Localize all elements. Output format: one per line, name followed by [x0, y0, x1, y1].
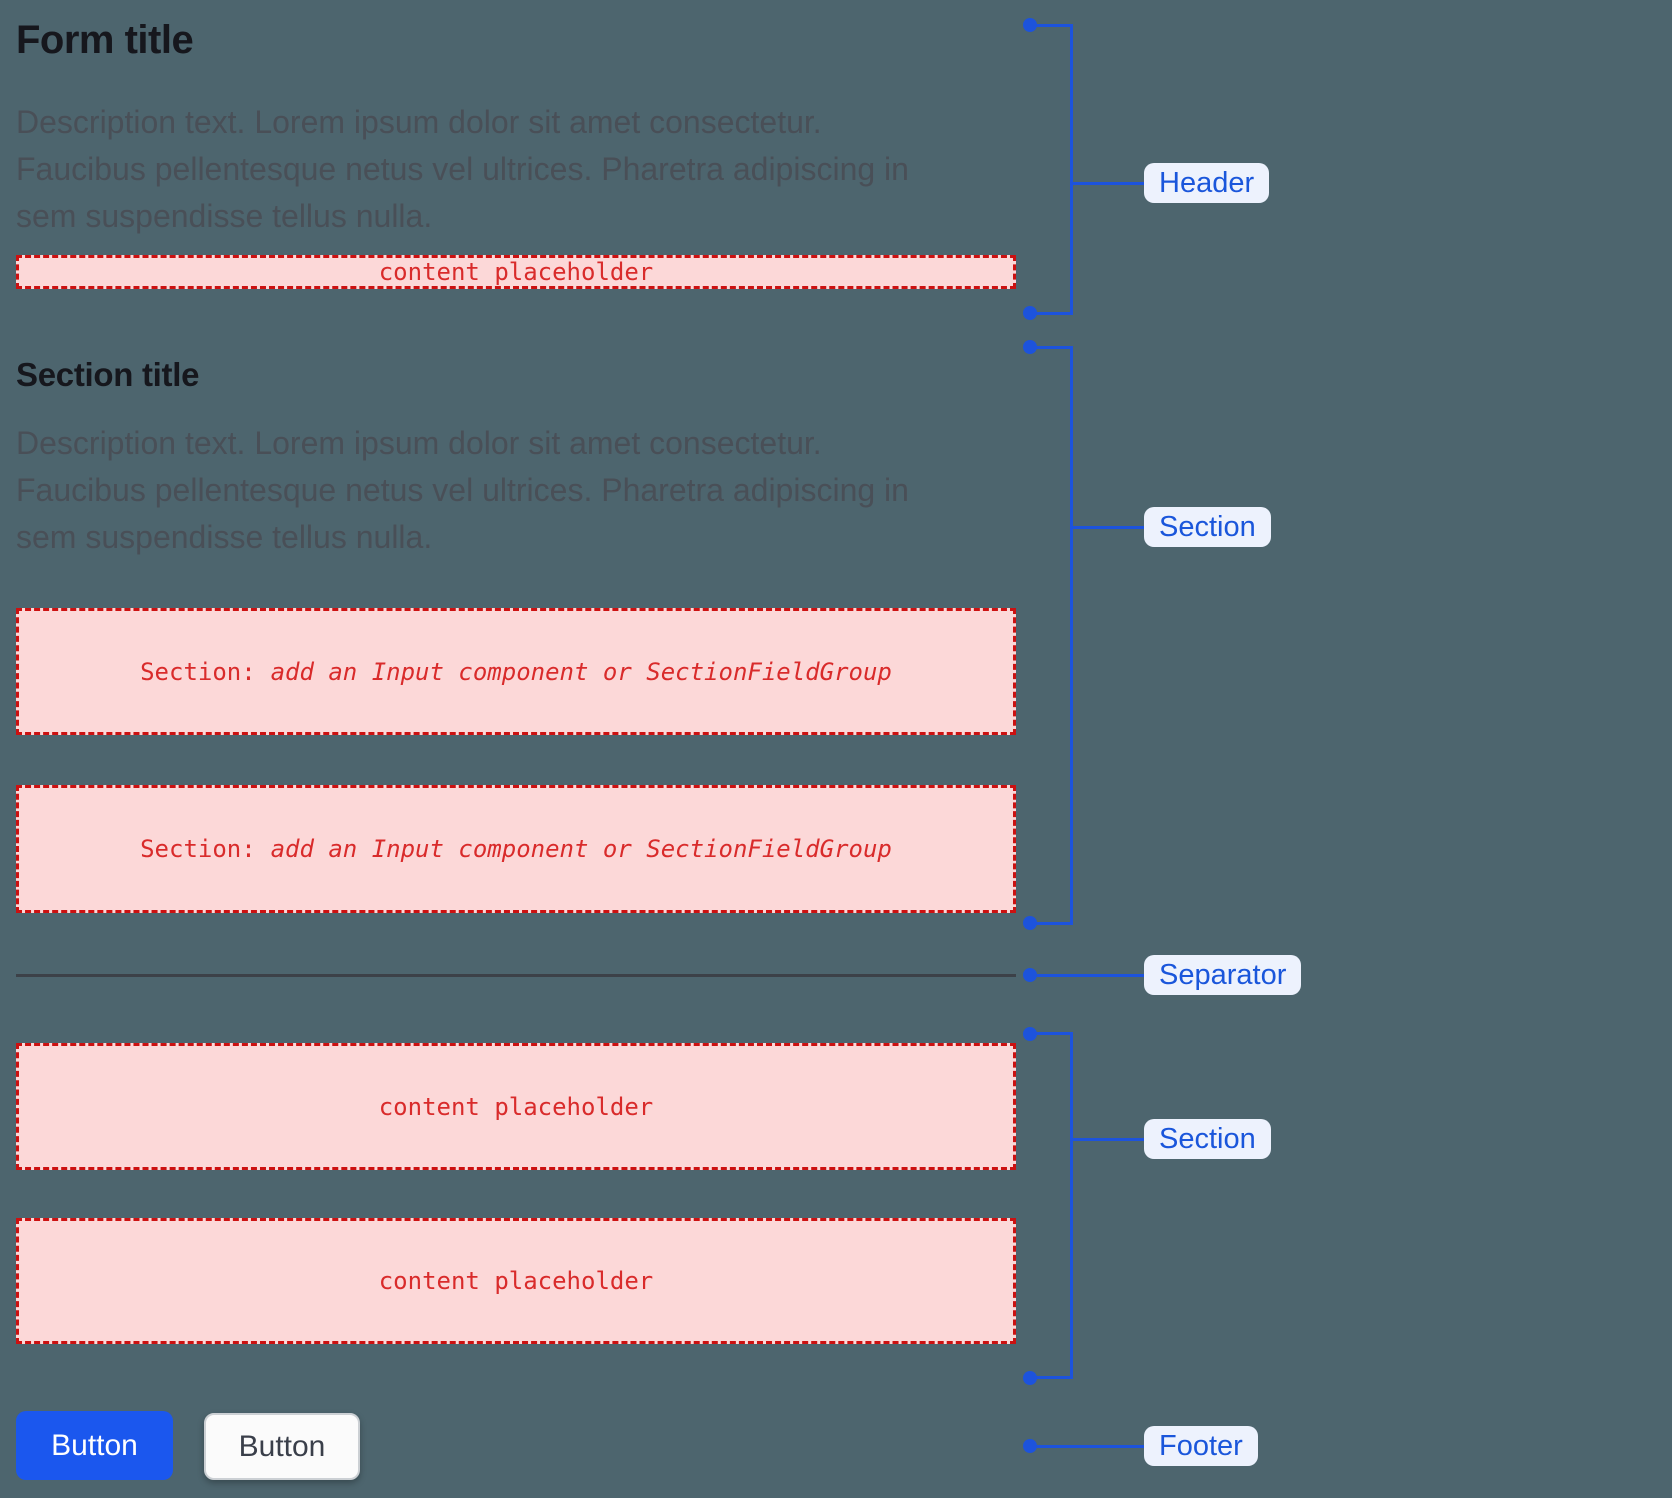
placeholder-text: content placeholder: [378, 258, 654, 286]
section-title: Section title: [16, 356, 200, 393]
separator-line: [16, 974, 1016, 977]
annotation-label-section-top: Section: [1144, 507, 1271, 547]
section-description: Description text. Lorem ipsum dolor sit …: [16, 420, 1026, 561]
connector-line: [1071, 526, 1144, 529]
connector-line: [1037, 1445, 1144, 1448]
connector-dot: [1023, 916, 1037, 930]
connector-line: [1037, 974, 1144, 977]
form-description: Description text. Lorem ipsum dolor sit …: [16, 99, 1026, 240]
annotation-label-section-bottom: Section: [1144, 1119, 1271, 1159]
annotation-label-separator: Separator: [1144, 955, 1302, 995]
connector-line: [1035, 1032, 1073, 1035]
section-input-placeholder: Section: add an Input component or Sectio…: [16, 785, 1016, 913]
annotation-label-footer: Footer: [1144, 1426, 1258, 1466]
connector-dot: [1023, 1371, 1037, 1385]
form-description-line: sem suspendisse tellus nulla.: [16, 198, 433, 234]
connector-line: [1035, 24, 1073, 27]
connector-line: [1071, 182, 1144, 185]
connector-line: [1035, 346, 1073, 349]
primary-button[interactable]: Button: [16, 1411, 173, 1480]
annotation-label-header: Header: [1144, 163, 1270, 203]
connector-line: [1035, 312, 1073, 315]
connector-dot: [1023, 18, 1037, 32]
connector-dot: [1023, 340, 1037, 354]
placeholder-text: content placeholder: [378, 1092, 654, 1121]
connector-dot: [1023, 968, 1037, 982]
section-description-line: Description text. Lorem ipsum dolor sit …: [16, 425, 822, 461]
connector-dot: [1023, 1439, 1037, 1453]
placeholder-text: Section:: [140, 835, 256, 863]
connector-line: [1035, 922, 1073, 925]
placeholder-emphasis-text: add an Input component or SectionFieldGr…: [270, 657, 892, 686]
connector-line: [1070, 1032, 1073, 1379]
placeholder-text: content placeholder: [378, 1267, 654, 1295]
placeholder-emphasis-text: add an Input component or SectionFieldGr…: [270, 835, 892, 863]
placeholder-text: Section:: [140, 657, 256, 686]
connector-line: [1070, 24, 1073, 315]
section-input-placeholder: Section: add an Input component or Sectio…: [16, 608, 1016, 735]
secondary-button[interactable]: Button: [204, 1413, 360, 1480]
section-content-placeholder: content placeholder: [16, 1043, 1016, 1170]
connector-line: [1071, 1138, 1144, 1141]
form-description-line: Description text. Lorem ipsum dolor sit …: [16, 104, 822, 140]
connector-dot: [1023, 306, 1037, 320]
form-description-line: Faucibus pellentesque netus vel ultrices…: [16, 151, 909, 187]
section-content-placeholder: content placeholder: [16, 1218, 1016, 1344]
header-content-placeholder: content placeholder: [16, 255, 1016, 289]
section-description-line: sem suspendisse tellus nulla.: [16, 519, 433, 555]
connector-line: [1070, 346, 1073, 925]
connector-line: [1035, 1376, 1073, 1379]
connector-dot: [1023, 1027, 1037, 1041]
form-title: Form title: [16, 18, 194, 62]
section-description-line: Faucibus pellentesque netus vel ultrices…: [16, 472, 909, 508]
